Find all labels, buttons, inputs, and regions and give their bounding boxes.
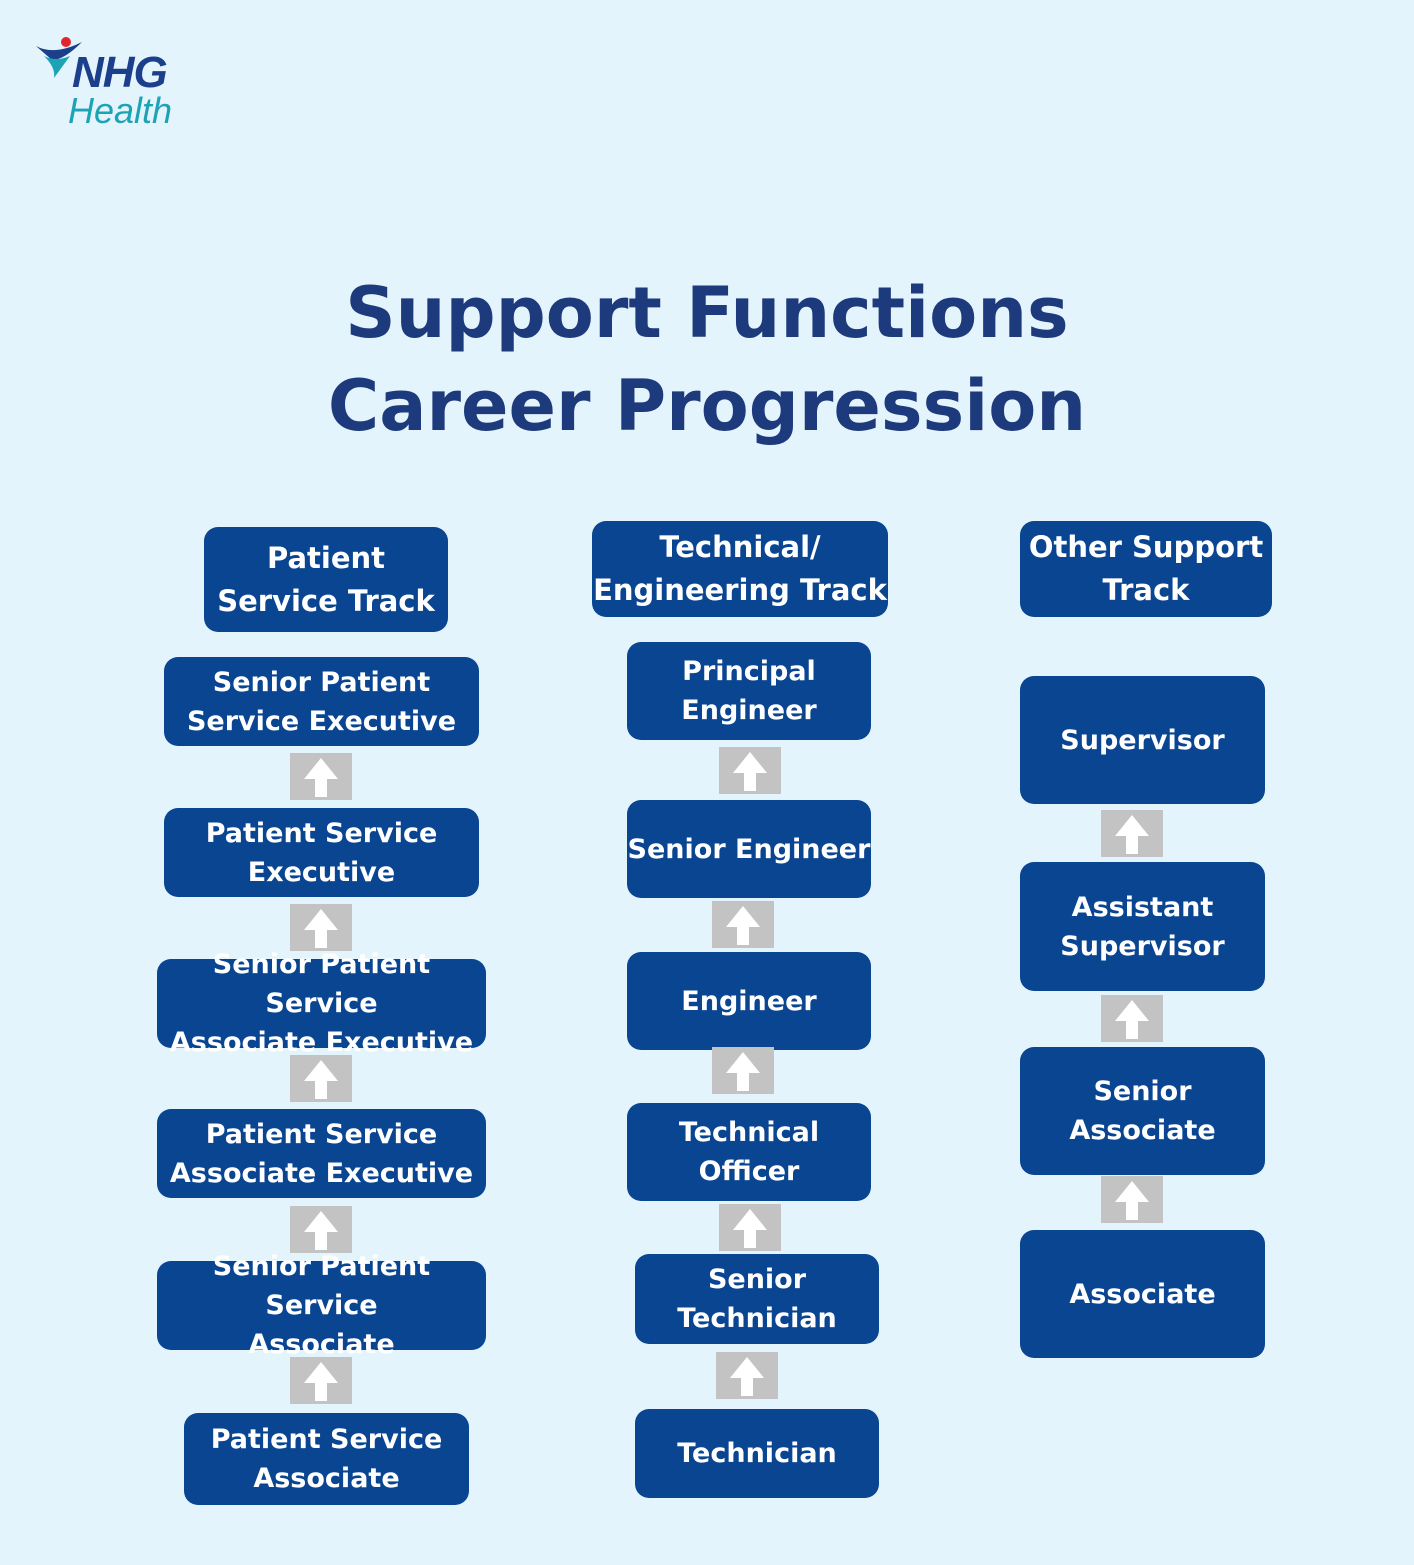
arrow-up-icon	[716, 1352, 778, 1399]
page-title-line2: Career Progression	[327, 365, 1087, 447]
role-box: Engineer	[627, 952, 871, 1050]
role-box: Principal Engineer	[627, 642, 871, 740]
logo-figure-icon	[36, 37, 82, 78]
arrow-up-icon	[712, 1047, 774, 1094]
role-box: Patient Service Associate	[184, 1413, 469, 1505]
arrow-up-icon	[719, 747, 781, 794]
role-box: Associate	[1020, 1230, 1265, 1358]
arrow-up-icon	[1101, 1176, 1163, 1223]
role-box: Senior Technician	[635, 1254, 879, 1344]
arrow-up-icon	[290, 904, 352, 951]
role-box: Technical Officer	[627, 1103, 871, 1201]
nhg-health-logo: NHG Health	[34, 34, 194, 134]
role-box: Assistant Supervisor	[1020, 862, 1265, 991]
logo-text-health: Health	[68, 90, 173, 131]
arrow-up-icon	[290, 1206, 352, 1253]
track-header-other-support: Other Support Track	[1020, 521, 1272, 617]
arrow-up-icon	[712, 901, 774, 948]
role-box: Senior Patient Service Executive	[164, 657, 479, 746]
logo-text-nhg: NHG	[72, 48, 168, 97]
track-header-patient-service: Patient Service Track	[204, 527, 448, 632]
role-box: Technician	[635, 1409, 879, 1498]
arrow-up-icon	[290, 753, 352, 800]
page-title-line1: Support Functions	[345, 272, 1069, 354]
arrow-up-icon	[719, 1204, 781, 1251]
role-box: Patient Service Executive	[164, 808, 479, 897]
role-box: Senior Patient Service Associate	[157, 1251, 486, 1360]
role-box: Patient Service Associate Executive	[157, 1109, 486, 1198]
role-box: Senior Engineer	[627, 800, 871, 898]
role-box: Senior Patient Service Associate Executi…	[157, 949, 486, 1058]
arrow-up-icon	[1101, 810, 1163, 857]
arrow-up-icon	[290, 1055, 352, 1102]
track-header-technical-engineering: Technical/ Engineering Track	[592, 521, 888, 617]
arrow-up-icon	[1101, 995, 1163, 1042]
role-box: Senior Associate	[1020, 1047, 1265, 1175]
arrow-up-icon	[290, 1357, 352, 1404]
role-box: Supervisor	[1020, 676, 1265, 804]
